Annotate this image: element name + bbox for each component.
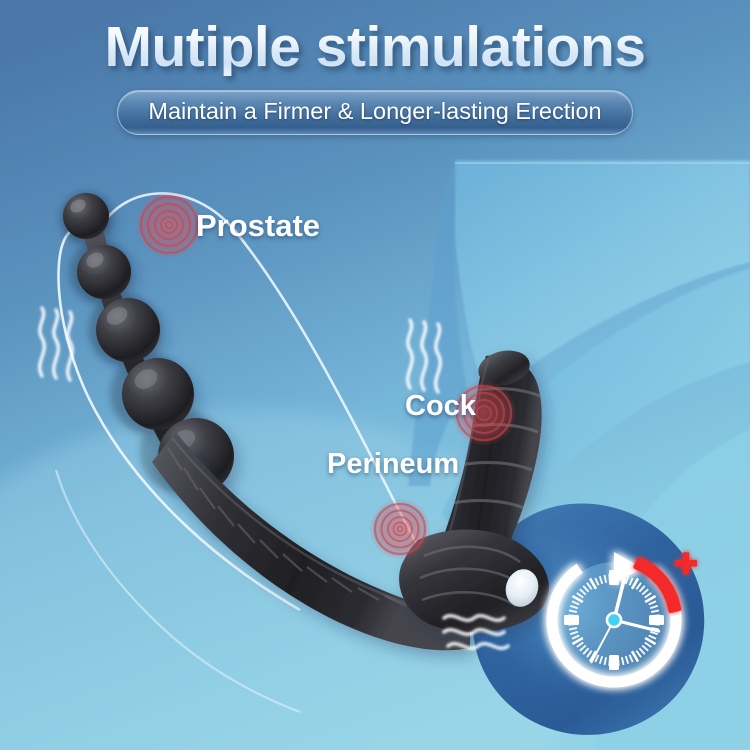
red-plus-icon [675,552,697,575]
red-progress-arc [633,556,682,614]
power-cap[interactable] [501,565,543,611]
device-outline-arc-lower [54,469,301,714]
bead-2 [77,245,131,299]
headline-block: Mutiple stimulations Maintain a Firmer &… [0,18,750,136]
torso-silhouette [455,160,750,398]
vibration-waves-base [442,613,510,651]
bead-3 [96,298,160,362]
sleeve-tip [478,350,530,386]
clock-hands [590,577,661,664]
clock-timer-icon [546,552,697,688]
clock-center-pin [605,611,623,629]
pulse-ring-perineum [370,499,430,559]
callout-label-perineum: Perineum [327,448,460,480]
vibration-waves-left [38,306,74,382]
bead-4 [122,358,194,430]
callout-label-cock: Cock [405,390,476,422]
device-outline-arc [57,227,301,612]
page-title: Mutiple stimulations [0,18,750,76]
subtitle-badge: Maintain a Firmer & Longer-lasting Erect… [117,90,633,136]
pulse-ring-prostate [136,192,202,258]
vibration-waves-cock [406,318,442,394]
arrow-arc-icon [614,552,642,584]
device-base-pad [399,529,550,633]
callout-label-prostate: Prostate [196,208,321,243]
pulse-ring-cock [452,381,516,445]
bead-1 [63,193,109,239]
